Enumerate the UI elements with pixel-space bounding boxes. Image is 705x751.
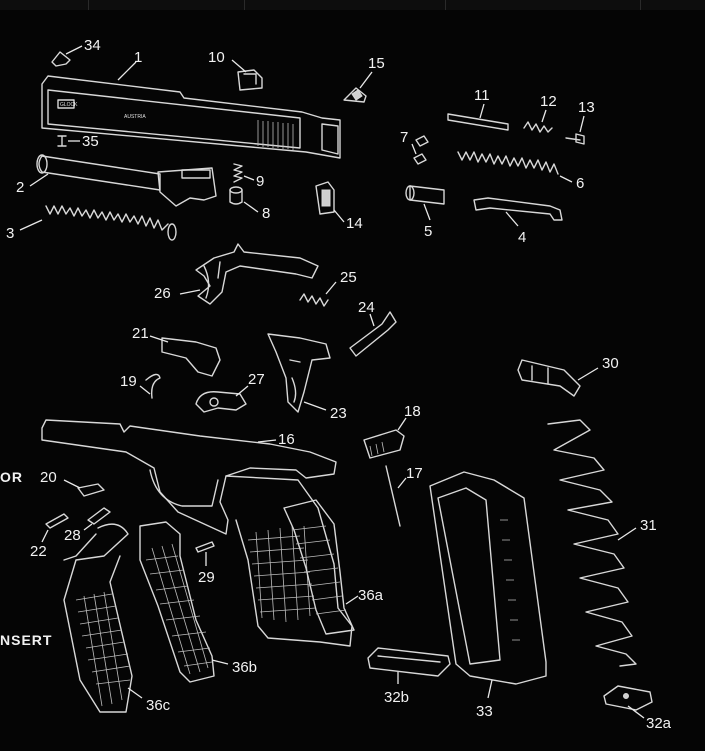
callout-20: 20 <box>40 469 57 486</box>
callout-9: 9 <box>256 173 264 190</box>
part-1-slide <box>41 61 341 159</box>
part-3-recoil-spring <box>19 205 177 241</box>
callout-18: 18 <box>404 403 421 420</box>
part-15-front-sight <box>343 71 373 103</box>
part-6-spring <box>457 151 573 183</box>
part-21-locking-block <box>149 335 221 377</box>
callout-27: 27 <box>248 371 265 388</box>
callout-6: 6 <box>576 175 584 192</box>
callout-32a: 32a <box>646 715 672 732</box>
part-2-barrel <box>29 154 217 207</box>
part-27-connector <box>195 385 249 413</box>
callout-36b: 36b <box>232 659 257 676</box>
callout-29: 29 <box>198 569 215 586</box>
part-24-slide-lock <box>349 311 397 357</box>
part-18-magazine-catch <box>363 417 407 459</box>
part-36c-backstrap <box>63 523 143 713</box>
callout-33: 33 <box>476 703 493 720</box>
part-13-spacer-sleeve <box>565 115 585 145</box>
part-28-pin <box>83 507 111 531</box>
callout-13: 13 <box>578 99 595 116</box>
part-17-catch-spring <box>385 465 407 527</box>
part-8-bearing <box>229 186 259 213</box>
callout-36a: 36a <box>358 587 384 604</box>
part-14-slide-cover-plate <box>315 181 345 223</box>
side-label-or: OR <box>0 469 23 485</box>
callout-34: 34 <box>84 37 101 54</box>
callout-32b: 32b <box>384 689 409 706</box>
callout-11: 11 <box>474 87 490 104</box>
part-11-firing-pin <box>447 103 509 131</box>
callout-36c: 36c <box>146 697 171 714</box>
callout-23: 23 <box>330 405 347 422</box>
callout-22: 22 <box>30 543 47 560</box>
part-35-plunger <box>57 135 80 147</box>
callout-15: 15 <box>368 55 385 72</box>
callout-26: 26 <box>154 285 171 302</box>
part-32b-floor-plate <box>367 647 451 684</box>
part-33-magazine-tube <box>429 471 547 699</box>
part-5-sleeve <box>405 185 445 221</box>
part-23-trigger-housing <box>267 333 331 413</box>
part-30-follower <box>517 359 599 397</box>
callout-35: 35 <box>82 133 99 150</box>
side-label-insert: NSERT <box>0 632 52 648</box>
callout-30: 30 <box>602 355 619 372</box>
callout-24: 24 <box>358 299 375 316</box>
part-36b-backstrap <box>139 521 229 683</box>
callout-10: 10 <box>208 49 225 66</box>
part-34-rear-sight <box>51 45 83 67</box>
callout-17: 17 <box>406 465 423 482</box>
callout-31: 31 <box>640 517 657 534</box>
callout-5: 5 <box>424 223 432 240</box>
part-19-spring <box>139 373 161 399</box>
callout-3: 3 <box>6 225 14 242</box>
part-20-pin <box>63 479 105 497</box>
callout-12: 12 <box>540 93 557 110</box>
callout-21: 21 <box>132 325 149 342</box>
callout-25: 25 <box>340 269 357 286</box>
part-26-trigger-with-bar <box>179 243 319 305</box>
part-31-magazine-spring <box>547 419 637 667</box>
callout-19: 19 <box>120 373 137 390</box>
part-22-pin <box>41 513 69 543</box>
part-12-firing-pin-spring <box>523 109 553 133</box>
top-bar <box>0 0 705 10</box>
part-25-trigger-spring <box>299 281 337 307</box>
part-36a-backstrap <box>283 499 359 635</box>
slide-marking-text: AUSTRIA <box>124 114 146 120</box>
callout-28: 28 <box>64 527 81 544</box>
part-4-extractor <box>473 197 563 227</box>
callout-1: 1 <box>134 49 142 66</box>
part-16-frame <box>41 419 353 647</box>
part-10-firing-pin-safety <box>231 59 263 91</box>
callout-7: 7 <box>400 129 408 146</box>
part-32a-insert <box>603 685 653 719</box>
part-9-extractor-spring <box>233 163 255 183</box>
part-7-spring-cups <box>411 135 429 165</box>
callout-16: 16 <box>278 431 295 448</box>
slide-logo-text: GLOCK <box>60 102 78 108</box>
callout-8: 8 <box>262 205 270 222</box>
callout-2: 2 <box>16 179 24 196</box>
part-29-pin <box>195 541 215 566</box>
callout-4: 4 <box>518 229 526 246</box>
callout-14: 14 <box>346 215 363 232</box>
